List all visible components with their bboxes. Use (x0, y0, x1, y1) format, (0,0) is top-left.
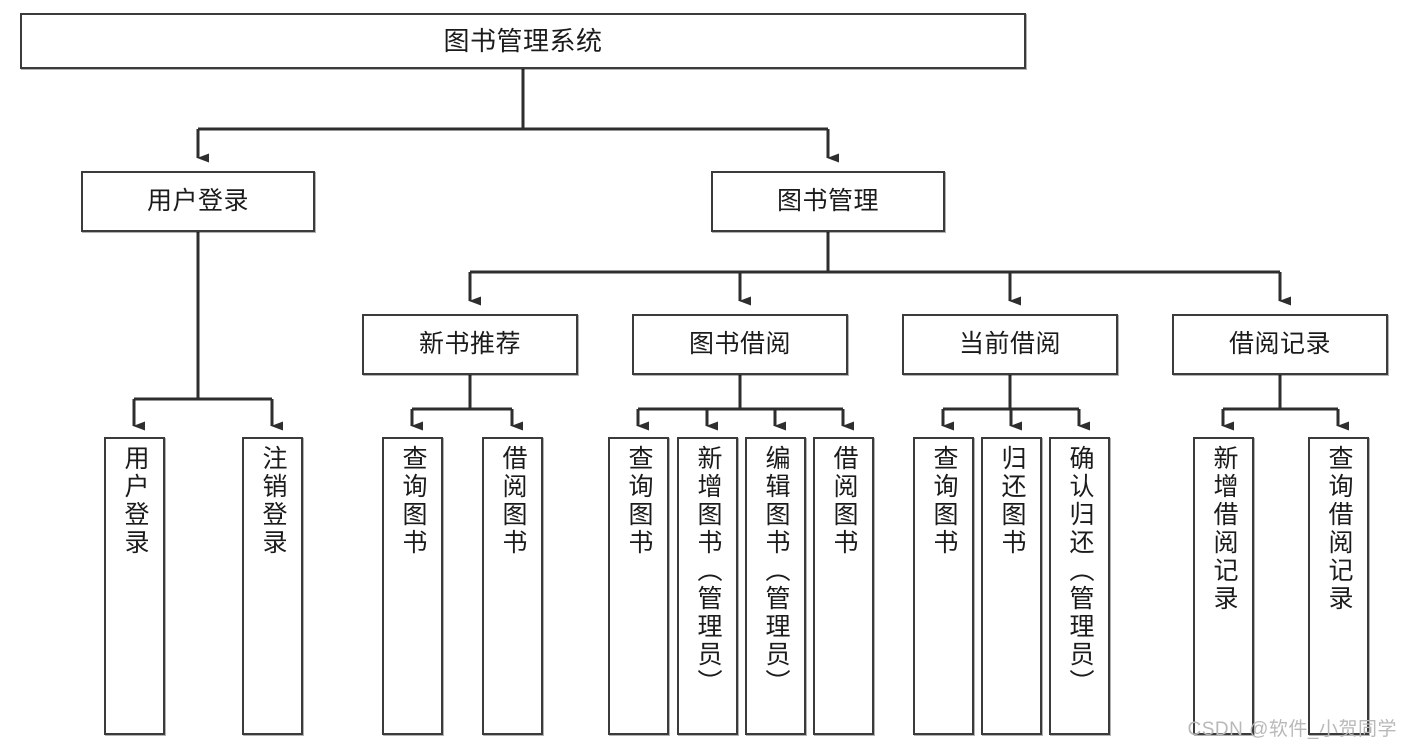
node-label: 归还图书 (998, 445, 1026, 557)
leaf-query-book-current[interactable]: 查询图书 (913, 437, 974, 735)
node-current-borrowing[interactable]: 当前借阅 (902, 314, 1118, 375)
node-label: 确认归还（管理员） (1066, 445, 1094, 697)
node-book-borrowing[interactable]: 图书借阅 (632, 314, 848, 375)
node-label: 查询借阅记录 (1325, 445, 1353, 613)
node-label: 用户登录 (146, 186, 249, 215)
node-label: 用户登录 (121, 445, 149, 557)
node-label: 编辑图书（管理员） (762, 445, 790, 697)
node-label: 图书管理 (776, 186, 879, 215)
csdn-watermark: CSDN @软件_小贺同学 (1187, 719, 1397, 740)
leaf-logout[interactable]: 注销登录 (242, 437, 303, 735)
leaf-add-borrow-record[interactable]: 新增借阅记录 (1193, 437, 1254, 735)
node-label: 查询图书 (625, 445, 653, 557)
leaf-query-book-recommend[interactable]: 查询图书 (382, 437, 443, 735)
leaf-query-borrow-record[interactable]: 查询借阅记录 (1308, 437, 1369, 735)
node-root-book-management-system[interactable]: 图书管理系统 (20, 13, 1026, 69)
leaf-return-book[interactable]: 归还图书 (981, 437, 1042, 735)
leaf-borrow-book[interactable]: 借阅图书 (813, 437, 874, 735)
node-borrowing-record[interactable]: 借阅记录 (1172, 314, 1388, 375)
leaf-add-book-admin[interactable]: 新增图书（管理员） (677, 437, 738, 735)
leaf-user-login[interactable]: 用户登录 (104, 437, 165, 735)
node-label: 新增图书（管理员） (694, 445, 722, 697)
node-label: 查询图书 (930, 445, 958, 557)
node-label: 新增借阅记录 (1210, 445, 1238, 613)
leaf-borrow-book-recommend[interactable]: 借阅图书 (482, 437, 543, 735)
node-label: 借阅图书 (499, 445, 527, 557)
node-label: 注销登录 (259, 445, 287, 557)
leaf-query-book-borrow[interactable]: 查询图书 (608, 437, 669, 735)
node-user-login[interactable]: 用户登录 (81, 171, 315, 232)
node-book-management[interactable]: 图书管理 (711, 171, 945, 232)
node-label: 借阅记录 (1228, 329, 1331, 358)
node-label: 图书借阅 (688, 329, 791, 358)
node-label: 当前借阅 (958, 329, 1061, 358)
node-label: 查询图书 (399, 445, 427, 557)
node-new-book-recommendation[interactable]: 新书推荐 (362, 314, 578, 375)
node-label: 新书推荐 (418, 329, 521, 358)
leaf-confirm-return-admin[interactable]: 确认归还（管理员） (1049, 437, 1110, 735)
node-label: 图书管理系统 (443, 25, 603, 56)
leaf-edit-book-admin[interactable]: 编辑图书（管理员） (745, 437, 806, 735)
node-label: 借阅图书 (830, 445, 858, 557)
